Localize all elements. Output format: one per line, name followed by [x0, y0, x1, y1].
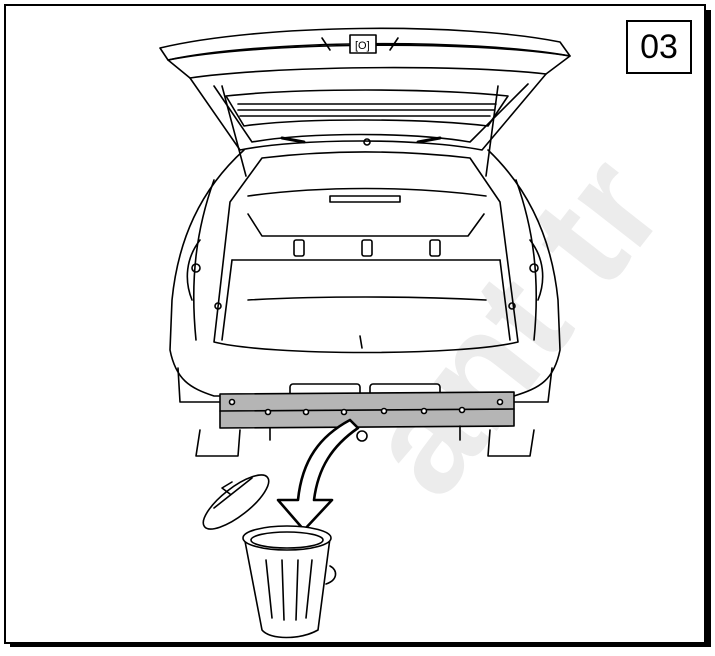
tailgate-emblem	[349, 34, 377, 54]
bumper-reinforcement-bar	[219, 391, 515, 442]
seat-latch-right	[429, 239, 441, 257]
frame-shadow-right	[706, 10, 711, 646]
step-number-badge: 03	[626, 20, 692, 74]
tailgate	[159, 27, 571, 177]
cargo-area	[213, 151, 519, 354]
trash-can-icon	[202, 474, 337, 639]
seat-latch-center	[361, 239, 373, 257]
frame-shadow-bottom	[10, 642, 711, 647]
tailgate-emblem-text: [O]	[355, 40, 370, 52]
seat-latch-left	[293, 239, 305, 257]
discard-arrow	[276, 418, 360, 532]
